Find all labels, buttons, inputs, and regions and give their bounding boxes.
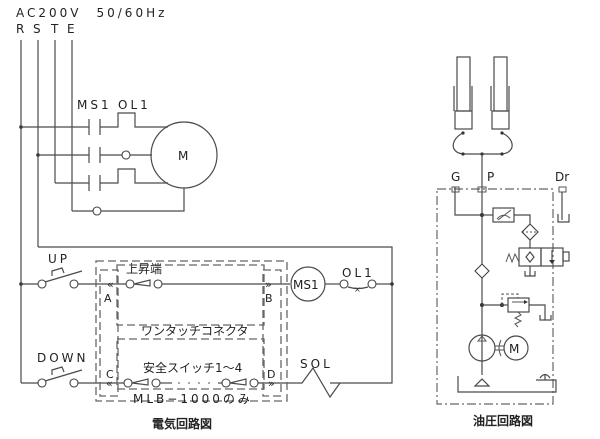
up-switch-label: UP xyxy=(48,252,70,266)
oil-tank xyxy=(457,376,557,393)
connector-label: ワンタッチコネクタ xyxy=(141,324,249,338)
hydraulic-motor-label: M xyxy=(509,342,519,356)
terminal-c: C xyxy=(106,368,115,381)
cylinder-right xyxy=(490,56,510,130)
port-p-label: P xyxy=(487,170,494,184)
safety-switch-1 xyxy=(123,378,133,388)
phase-label-r: R xyxy=(16,22,27,36)
safety-switch-label: 安全スイッチ1～4 xyxy=(143,360,242,375)
port-g-label: G xyxy=(451,170,460,184)
supply-label: AC200V 50/60Hz xyxy=(16,6,167,20)
ol1-heater-t xyxy=(100,168,168,184)
connector-c-symbol: « xyxy=(106,377,114,390)
cylinder-left xyxy=(453,56,473,130)
terminal-b: B xyxy=(265,292,274,305)
earth-terminal xyxy=(92,206,102,216)
hose-loop xyxy=(452,132,513,155)
electrical-circuit: AC200V 50/60Hz R S T E MS1 OL1 xyxy=(16,6,394,431)
line-s-return xyxy=(38,246,393,384)
ol1-contact-label: OL1 xyxy=(342,266,375,280)
upper-limit-switch xyxy=(125,279,135,289)
upper-limit-label: 上昇端 xyxy=(126,262,162,276)
hydraulic-caption: 油圧回路図 xyxy=(473,413,533,428)
down-switch-label: DOWN xyxy=(37,351,89,365)
drain-tank xyxy=(557,214,570,223)
model-note: MLB−1000のみ xyxy=(133,392,253,406)
port-dr-label: Dr xyxy=(555,170,569,184)
phase-label-e: E xyxy=(67,22,78,36)
mlb-box xyxy=(95,260,288,402)
ol1-heater-r xyxy=(100,112,168,128)
hydraulic-circuit: G P Dr xyxy=(436,56,570,428)
solenoid-coil xyxy=(293,366,341,399)
connector-d-symbol: » xyxy=(268,377,276,390)
relief-valve xyxy=(507,297,530,313)
hydraulic-motor xyxy=(503,335,529,361)
coil-label: MS1 xyxy=(293,278,319,292)
connector-a-symbol: « xyxy=(107,278,115,291)
safety-switch-4 xyxy=(221,378,231,388)
power-unit-boundary xyxy=(436,188,554,405)
safety-switch-box xyxy=(116,338,265,390)
connector-b-symbol: » xyxy=(265,278,273,291)
terminal-a: A xyxy=(104,292,113,305)
upper-limit-box xyxy=(116,264,265,326)
contactor-label: MS1 xyxy=(77,98,112,112)
solenoid-label: SOL xyxy=(300,357,333,371)
terminal-d: D xyxy=(267,368,276,381)
down-switch xyxy=(37,378,47,388)
solenoid-valve xyxy=(518,247,542,267)
motor-label: M xyxy=(178,149,188,163)
pump xyxy=(468,334,496,362)
check-valve xyxy=(474,263,490,279)
overload-label: OL1 xyxy=(118,98,151,112)
suction-strainer xyxy=(473,378,491,387)
up-switch xyxy=(37,279,47,289)
svg-text:×: × xyxy=(354,285,361,294)
ol1-contact xyxy=(339,279,349,289)
electrical-caption: 電気回路図 xyxy=(152,416,212,431)
phase-label-t: T xyxy=(50,22,61,36)
phase-label-s: S xyxy=(33,22,44,36)
